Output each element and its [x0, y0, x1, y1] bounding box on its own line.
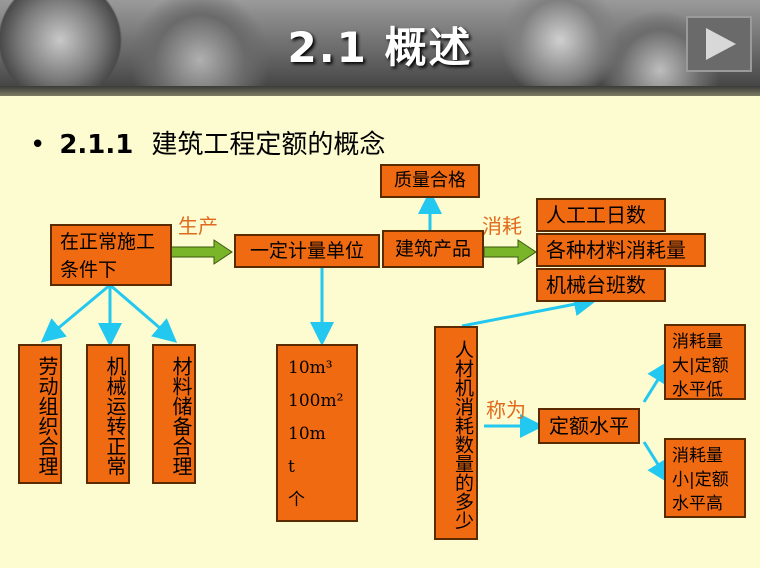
box-low: 消耗量大|定额水平低	[664, 324, 746, 400]
box-machine-op: 机械运转正常	[86, 344, 130, 484]
unit-item: t	[288, 457, 295, 477]
box-material-text: 各种材料消耗量	[546, 238, 686, 262]
box-product-text: 建筑产品	[394, 238, 471, 260]
unit-item: 10m³	[288, 358, 333, 378]
box-material-store-text: 材料储备合理	[169, 356, 193, 476]
section-title: 建筑工程定额的概念	[151, 130, 386, 160]
box-unit: 一定计量单位	[234, 234, 380, 268]
label-consume: 消耗	[482, 214, 522, 238]
box-material-store: 材料储备合理	[152, 344, 196, 484]
box-unit-text: 一定计量单位	[249, 240, 364, 262]
box-machine-op-text: 机械运转正常	[103, 356, 127, 476]
unit-item: 10m	[288, 424, 326, 444]
box-product: 建筑产品	[382, 230, 484, 268]
box-quota-level: 定额水平	[538, 408, 640, 444]
header-band	[0, 86, 760, 96]
section-heading: • 2.1.1 建筑工程定额的概念	[30, 124, 385, 161]
produce-arrow	[169, 239, 233, 265]
box-material: 各种材料消耗量	[536, 233, 706, 267]
box-labor-day-text: 人工工日数	[546, 203, 646, 227]
box-units-list: 10m³ 100m² 10m t 个	[276, 344, 358, 522]
box-quality: 质量合格	[380, 164, 480, 198]
arrow-to-low	[642, 359, 671, 403]
box-machine-shift: 机械台班数	[536, 268, 666, 302]
box-quota-level-text: 定额水平	[549, 414, 629, 438]
arrow-to-material-store	[109, 283, 178, 343]
box-high: 消耗量小|定额水平高	[664, 438, 746, 518]
section-number: 2.1.1	[59, 130, 134, 160]
box-high-text: 消耗量小|定额水平高	[672, 446, 729, 514]
box-condition-text: 在正常施工条件下	[60, 231, 156, 281]
box-quality-text: 质量合格	[394, 170, 466, 191]
slide-title: 2.1 概述	[287, 23, 473, 72]
slide-header: 2.1 概述	[0, 0, 760, 96]
box-labor-day: 人工工日数	[536, 198, 666, 232]
play-button[interactable]	[686, 16, 752, 72]
consume-arrow	[483, 239, 537, 265]
unit-item: 个	[288, 490, 305, 510]
unit-item: 100m²	[288, 391, 344, 411]
label-called: 称为	[486, 398, 526, 422]
play-icon	[706, 28, 736, 60]
box-condition: 在正常施工条件下	[50, 224, 172, 286]
arrow-to-resources	[461, 292, 598, 328]
box-consumption-text: 人材机消耗数量的多少	[452, 340, 474, 530]
bullet: •	[30, 130, 46, 160]
box-machine-shift-text: 机械台班数	[546, 273, 646, 297]
arrow-to-high	[642, 441, 671, 485]
box-low-text: 消耗量大|定额水平低	[672, 332, 729, 400]
arrow-to-labor-org	[40, 283, 111, 343]
label-produce: 生产	[178, 214, 218, 238]
box-consumption: 人材机消耗数量的多少	[434, 326, 478, 540]
box-labor-org-text: 劳动组织合理	[35, 356, 59, 476]
box-labor-org: 劳动组织合理	[18, 344, 62, 484]
